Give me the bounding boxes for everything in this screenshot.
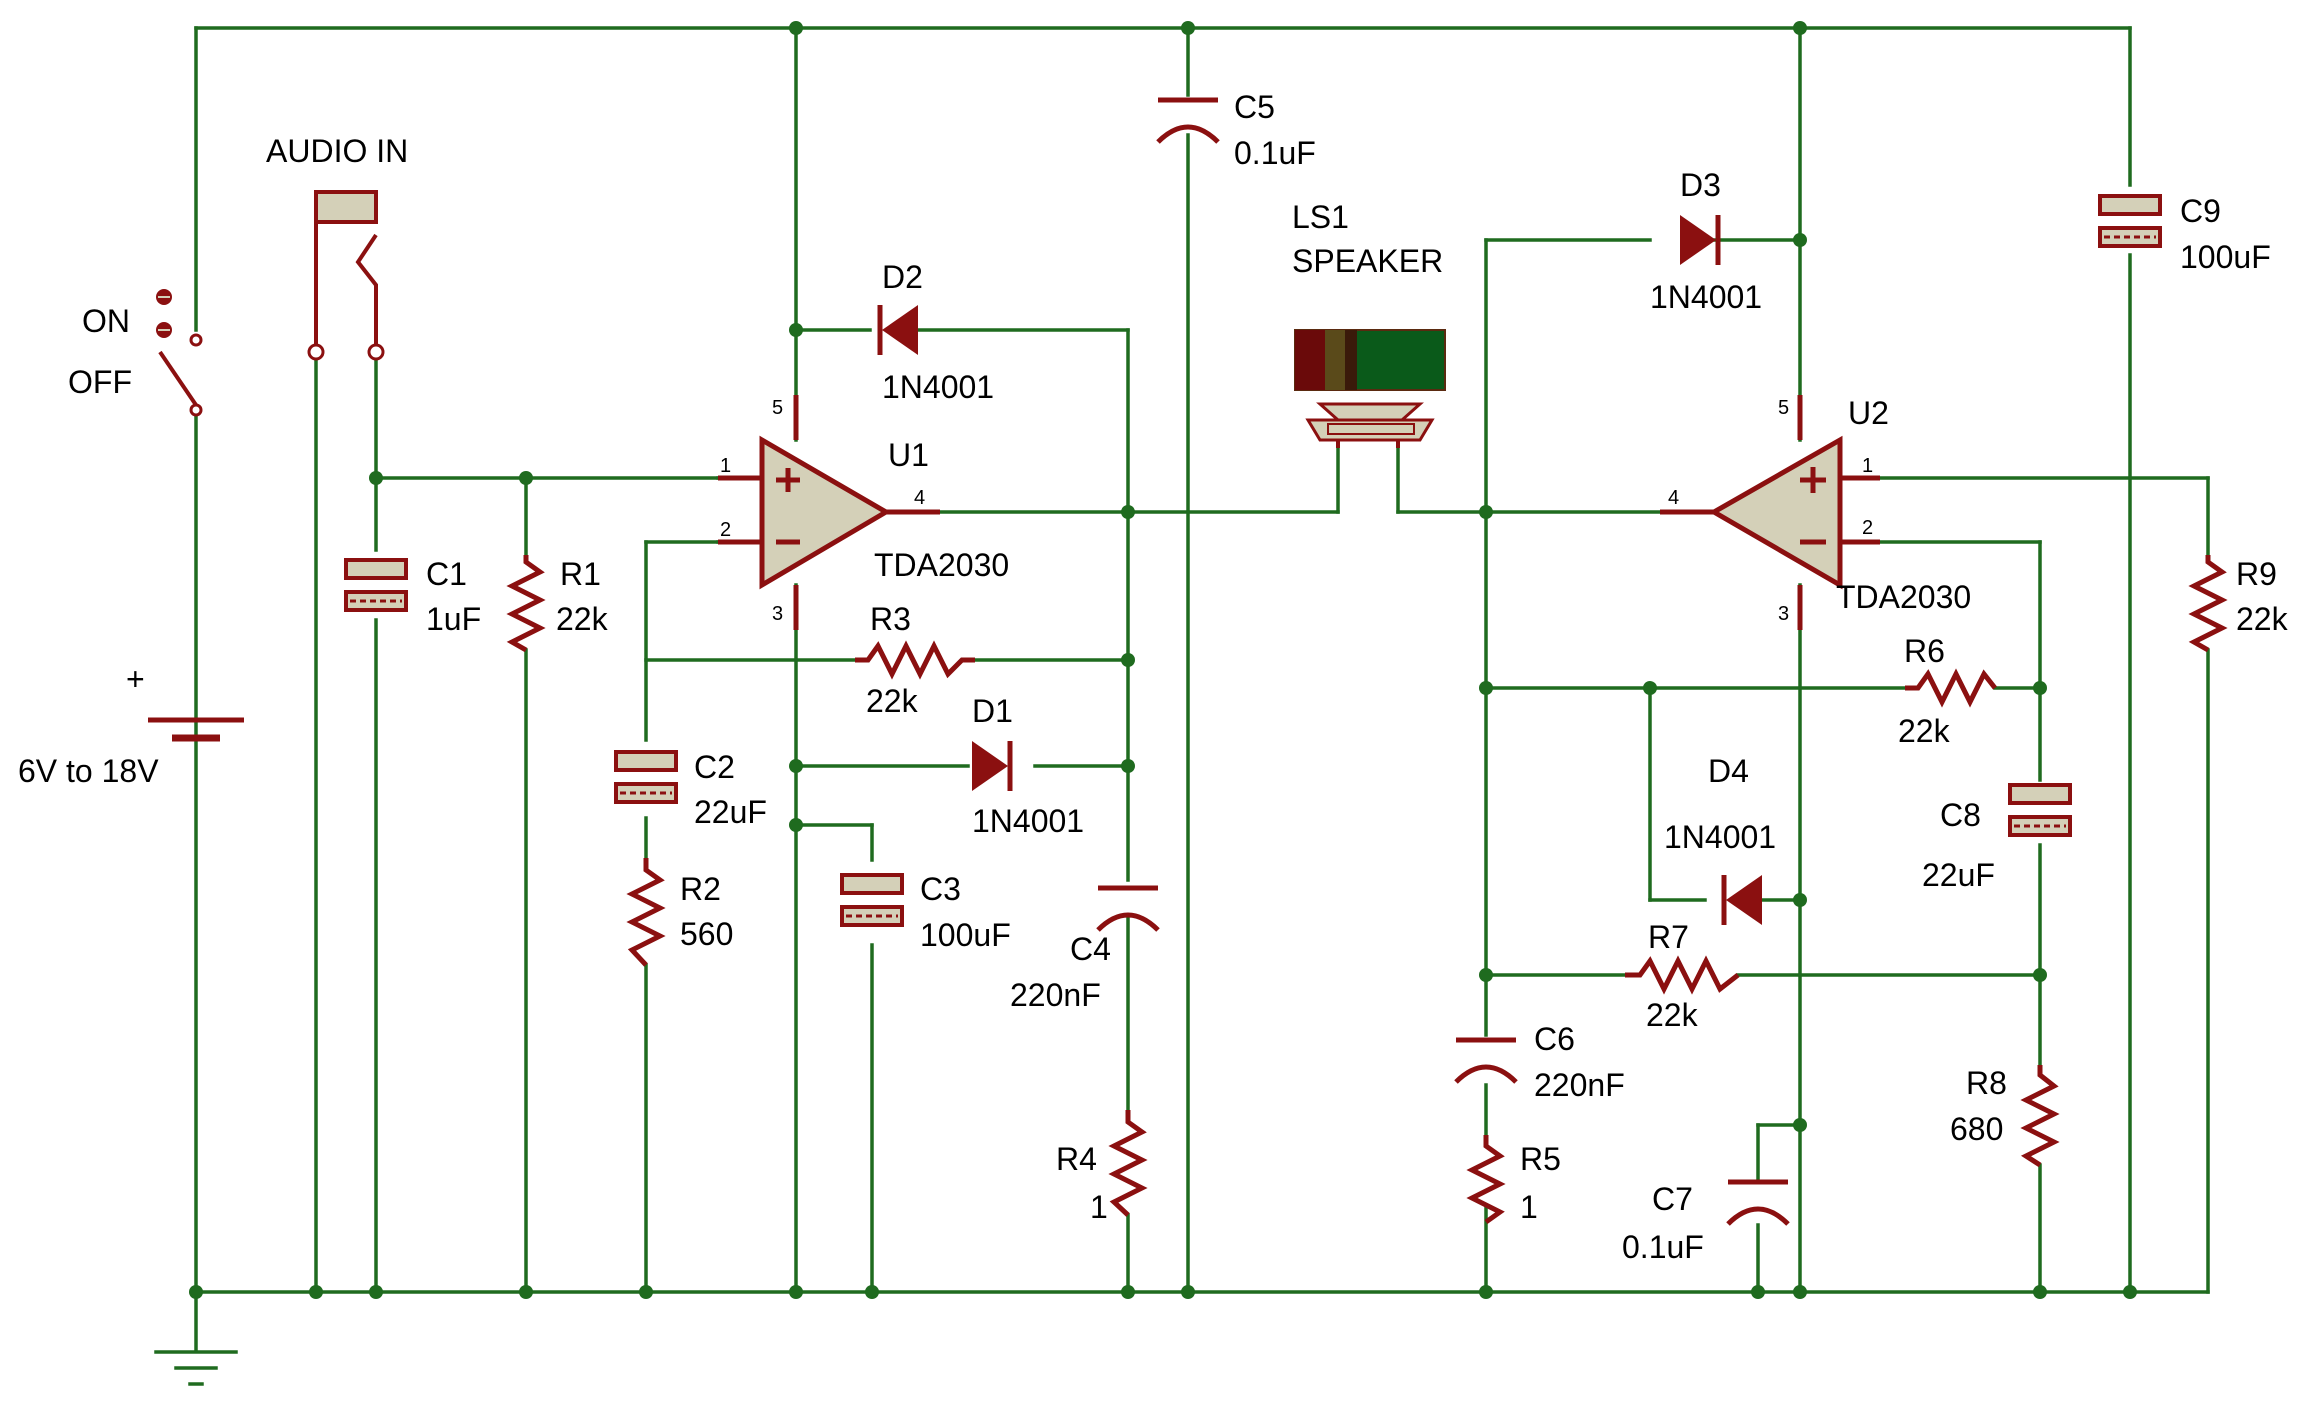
u2-ref-label: U2 bbox=[1848, 395, 1889, 431]
c5-ref-label: C5 bbox=[1234, 89, 1275, 125]
switch-on-label: ON bbox=[82, 303, 130, 339]
capacitor-c2 bbox=[614, 750, 678, 804]
u1-pin5: 5 bbox=[772, 397, 783, 419]
c3-value-label: 100uF bbox=[920, 917, 1011, 953]
u2-pin4: 4 bbox=[1668, 487, 1679, 509]
c7-value-label: 0.1uF bbox=[1622, 1229, 1704, 1265]
ls1-value-label: SPEAKER bbox=[1292, 243, 1443, 279]
u2-pin1: 1 bbox=[1862, 455, 1873, 477]
c2-value-label: 22uF bbox=[694, 794, 767, 830]
ls1-ref-label: LS1 bbox=[1292, 199, 1349, 235]
r3-ref-label: R3 bbox=[870, 601, 911, 637]
battery-plus-label: + bbox=[126, 661, 145, 697]
c9-value-label: 100uF bbox=[2180, 239, 2271, 275]
switch-off-label: OFF bbox=[68, 364, 132, 400]
c3-ref-label: C3 bbox=[920, 871, 961, 907]
r2-value-label: 560 bbox=[680, 916, 733, 952]
resistor-r5 bbox=[1466, 1135, 1506, 1225]
u2-value-label: TDA2030 bbox=[1836, 579, 1971, 615]
r9-ref-label: R9 bbox=[2236, 556, 2277, 592]
c7-ref-label: C7 bbox=[1652, 1181, 1693, 1217]
resistor-r1 bbox=[506, 555, 546, 653]
r7-ref-label: R7 bbox=[1648, 919, 1689, 955]
diode-d3 bbox=[1680, 215, 1721, 265]
resistor-r9 bbox=[2188, 555, 2228, 653]
r4-value-label: 1 bbox=[1090, 1189, 1108, 1225]
c1-ref-label: C1 bbox=[426, 556, 467, 592]
r6-ref-label: R6 bbox=[1904, 633, 1945, 669]
resistor-r8 bbox=[2020, 1065, 2060, 1168]
u1-ref-label: U1 bbox=[888, 437, 929, 473]
amplifier-u1 bbox=[718, 395, 940, 630]
u2-pin5: 5 bbox=[1778, 397, 1789, 419]
junction-dots bbox=[189, 21, 2137, 1299]
battery bbox=[148, 717, 244, 742]
resistor-r4 bbox=[1108, 1110, 1148, 1217]
r5-ref-label: R5 bbox=[1520, 1141, 1561, 1177]
d3-value-label: 1N4001 bbox=[1650, 279, 1762, 315]
r8-ref-label: R8 bbox=[1966, 1065, 2007, 1101]
resistor-r6 bbox=[1905, 668, 1997, 708]
u1-pin4: 4 bbox=[914, 487, 925, 509]
d2-value-label: 1N4001 bbox=[882, 369, 994, 405]
c2-ref-label: C2 bbox=[694, 749, 735, 785]
d4-value-label: 1N4001 bbox=[1664, 819, 1776, 855]
d4-ref-label: D4 bbox=[1708, 753, 1749, 789]
r4-ref-label: R4 bbox=[1056, 1141, 1097, 1177]
ground-symbol bbox=[154, 1350, 238, 1386]
c6-ref-label: C6 bbox=[1534, 1021, 1575, 1057]
u1-pin1: 1 bbox=[720, 455, 731, 477]
resistor-r2 bbox=[626, 858, 666, 967]
amplifier-u2 bbox=[1660, 395, 1880, 630]
u1-pin2: 2 bbox=[720, 519, 731, 541]
power-switch[interactable] bbox=[156, 289, 203, 417]
audio-in-jack[interactable] bbox=[307, 190, 385, 361]
r7-value-label: 22k bbox=[1646, 997, 1699, 1033]
r9-value-label: 22k bbox=[2236, 601, 2289, 637]
u1-value-label: TDA2030 bbox=[874, 547, 1009, 583]
resistor-r7 bbox=[1625, 955, 1740, 995]
r2-ref-label: R2 bbox=[680, 871, 721, 907]
u1-pin3: 3 bbox=[772, 603, 783, 625]
d2-ref-label: D2 bbox=[882, 259, 923, 295]
capacitor-c7 bbox=[1726, 1179, 1790, 1226]
c5-value-label: 0.1uF bbox=[1234, 135, 1316, 171]
capacitor-c9 bbox=[2098, 194, 2162, 248]
r6-value-label: 22k bbox=[1898, 713, 1951, 749]
capacitor-c1 bbox=[344, 558, 408, 612]
u2-pin3: 3 bbox=[1778, 603, 1789, 625]
r5-value-label: 1 bbox=[1520, 1189, 1538, 1225]
battery-voltage-label: 6V to 18V bbox=[18, 753, 159, 789]
capacitor-c4 bbox=[1096, 885, 1160, 932]
d1-value-label: 1N4001 bbox=[972, 803, 1084, 839]
c1-value-label: 1uF bbox=[426, 601, 481, 637]
c4-value-label: 220nF bbox=[1010, 977, 1101, 1013]
capacitor-c6 bbox=[1454, 1037, 1518, 1084]
u2-pin2: 2 bbox=[1862, 517, 1873, 539]
diode-d4 bbox=[1721, 875, 1762, 925]
audio-in-label: AUDIO IN bbox=[266, 133, 408, 169]
r8-value-label: 680 bbox=[1950, 1111, 2003, 1147]
resistor-r3 bbox=[855, 640, 975, 680]
c6-value-label: 220nF bbox=[1534, 1067, 1625, 1103]
c4-ref-label: C4 bbox=[1070, 931, 1111, 967]
r3-value-label: 22k bbox=[866, 683, 919, 719]
r1-ref-label: R1 bbox=[560, 556, 601, 592]
capacitor-c5 bbox=[1156, 97, 1220, 144]
r1-value-label: 22k bbox=[556, 601, 609, 637]
capacitor-c3 bbox=[840, 873, 904, 927]
d1-ref-label: D1 bbox=[972, 693, 1013, 729]
c8-ref-label: C8 bbox=[1940, 797, 1981, 833]
d3-ref-label: D3 bbox=[1680, 167, 1721, 203]
diode-d2 bbox=[877, 305, 918, 355]
c8-value-label: 22uF bbox=[1922, 857, 1995, 893]
capacitor-c8 bbox=[2008, 783, 2072, 837]
speaker-ls1 bbox=[1294, 329, 1446, 448]
c9-ref-label: C9 bbox=[2180, 193, 2221, 229]
diode-d1 bbox=[972, 741, 1013, 791]
